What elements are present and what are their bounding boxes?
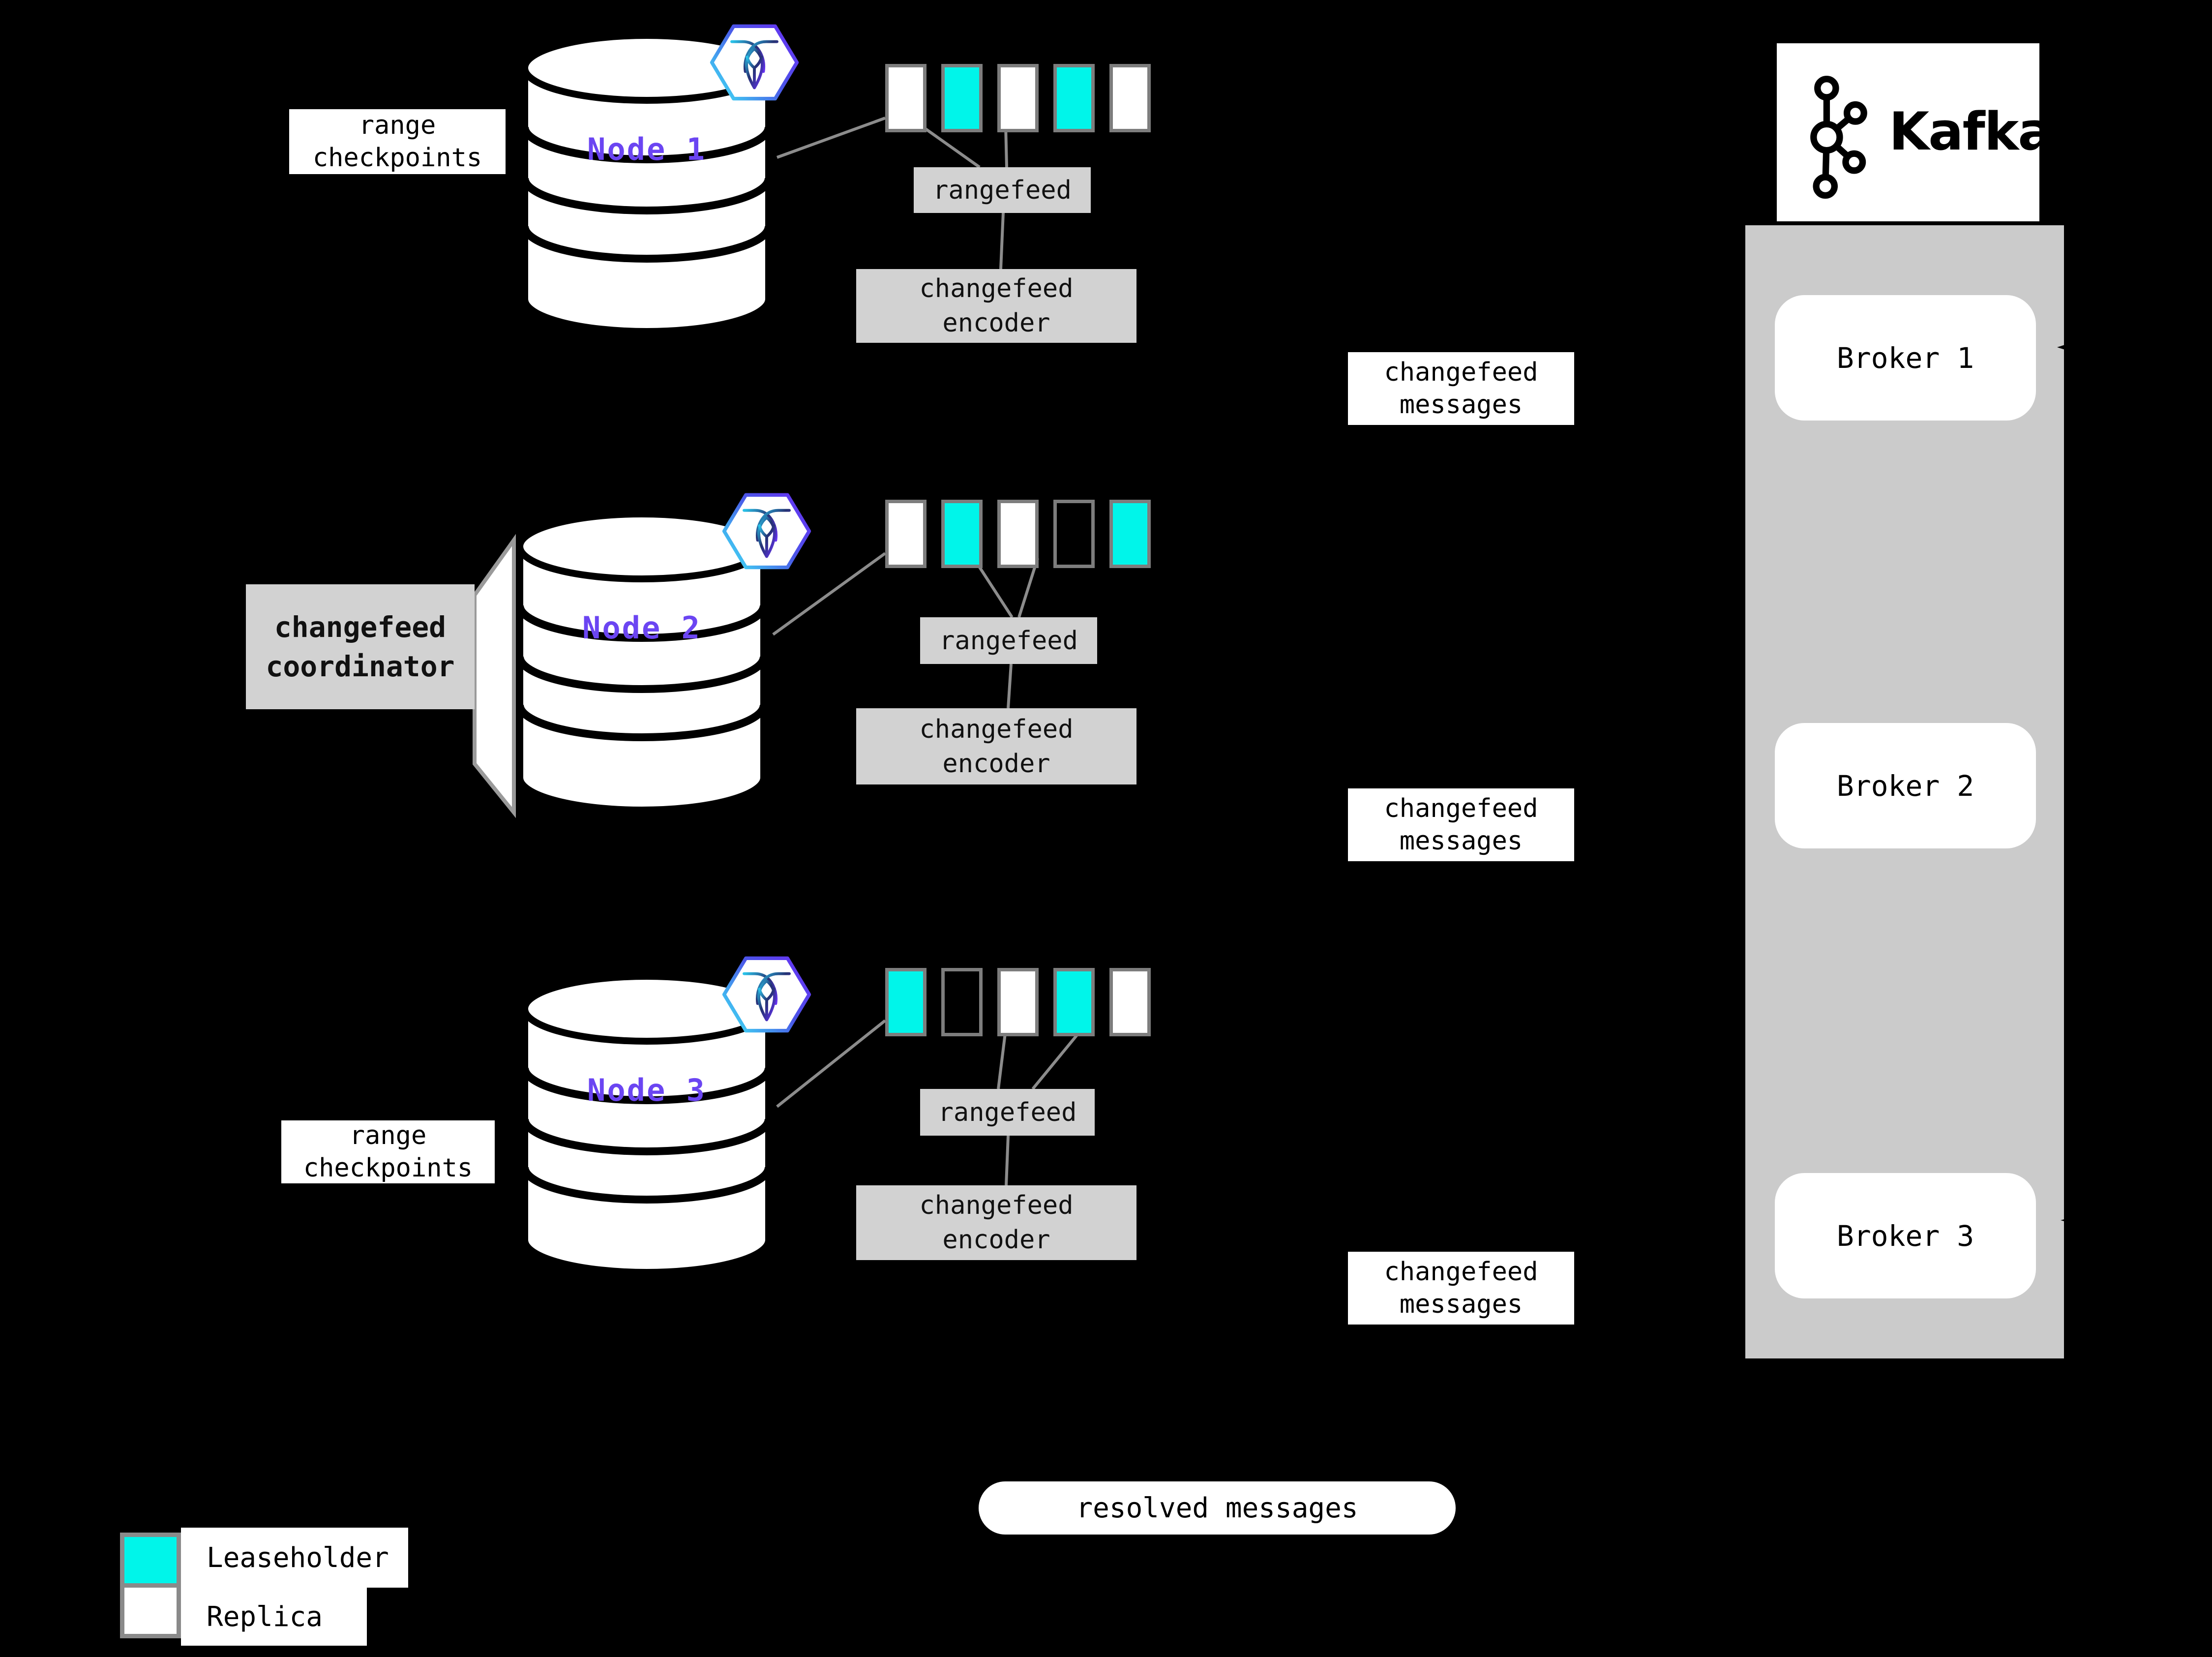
database-cylinder-node-3 [525,976,769,1272]
legend-replica-swatch [120,1583,181,1638]
encoder-label-line2: encoder [942,308,1050,338]
range-leaseholder [885,968,927,1036]
messages-line1: changefeed [1384,1257,1538,1287]
range-replica [1109,64,1151,132]
range-empty [941,968,983,1036]
legend-replica-label: Replica [207,1600,323,1633]
legend-leaseholder-labelbox: Leaseholder [181,1528,408,1588]
ranges-row-node-1 [885,64,1151,132]
changefeed-messages-label-2: changefeed messages [1348,788,1574,861]
ranges-row-node-2 [885,500,1151,568]
legend-leaseholder-swatch [120,1533,181,1588]
legend-leaseholder-label: Leaseholder [207,1541,389,1574]
rangefeed-box-node-2: rangefeed [920,617,1097,664]
broker-3-label: Broker 3 [1836,1219,1974,1253]
rangefeed-label: rangefeed [939,626,1078,656]
messages-line1: changefeed [1384,794,1538,823]
node-3-label: Node 3 [587,1072,706,1108]
range-checkpoints-label-node-3: range checkpoints [281,1120,495,1183]
changefeed-coordinator-box: changefeed coordinator [246,584,475,709]
resolved-messages-pill: resolved messages [979,1481,1456,1535]
broker-3-box: Broker 3 [1775,1173,2036,1298]
kafka-logo-box: Kafka [1777,43,2053,221]
range-checkpoints-line1: range [359,111,436,140]
broker-1-label: Broker 1 [1836,341,1974,375]
range-checkpoints-line2: checkpoints [312,143,482,173]
range-checkpoints-line1: range [349,1121,427,1150]
range-checkpoints-label-node-1: range checkpoints [289,109,506,174]
range-leaseholder [1053,968,1095,1036]
range-empty [1053,500,1095,568]
rangefeed-label: rangefeed [938,1097,1077,1127]
legend-replica-labelbox: Replica [181,1588,367,1646]
range-checkpoints-line2: checkpoints [303,1153,473,1183]
broker-2-label: Broker 2 [1836,769,1974,803]
messages-line2: messages [1399,826,1523,856]
resolved-messages-label: resolved messages [1076,1492,1358,1524]
node-2-label: Node 2 [582,610,701,646]
range-leaseholder [941,64,983,132]
broker-2-box: Broker 2 [1775,723,2036,848]
encoder-label-line2: encoder [942,1225,1050,1255]
range-leaseholder [941,500,983,568]
range-replica [1109,968,1151,1036]
messages-line2: messages [1399,1290,1523,1319]
messages-line2: messages [1399,390,1523,420]
arrowhead-into-broker-1 [2057,337,2089,357]
node-1-label: Node 1 [587,131,706,167]
connector-lines-node-2 [772,552,1039,709]
range-replica [885,64,927,132]
changefeed-encoder-box-node-3: changefeed encoder [856,1185,1136,1260]
encoder-label-line1: changefeed [919,1191,1074,1220]
range-replica [997,500,1039,568]
range-replica [997,968,1039,1036]
range-leaseholder [1109,500,1151,568]
changefeed-encoder-box-node-1: changefeed encoder [856,269,1136,343]
coordinator-line2: coordinator [266,650,455,683]
range-replica [997,64,1039,132]
kafka-wordmark: Kafka [1889,101,2053,162]
encoder-label-line2: encoder [942,749,1050,779]
arrowhead-into-broker-3 [2061,1213,2089,1228]
coordinator-line1: changefeed [274,610,447,644]
kafka-logo-icon [1810,75,1867,199]
messages-line1: changefeed [1384,358,1538,387]
connector-lines-node-1 [776,117,1008,270]
encoder-label-line1: changefeed [919,274,1074,303]
encoder-label-line1: changefeed [919,714,1074,744]
ranges-row-node-3 [885,968,1151,1036]
range-replica [885,500,927,568]
changefeed-messages-label-3: changefeed messages [1348,1252,1574,1325]
rangefeed-box-node-1: rangefeed [914,167,1091,213]
changefeed-encoder-box-node-2: changefeed encoder [856,708,1136,784]
rangefeed-label: rangefeed [933,175,1072,205]
broker-1-box: Broker 1 [1775,295,2036,421]
range-leaseholder [1053,64,1095,132]
changefeed-messages-label-1: changefeed messages [1348,352,1574,425]
coordinator-flap [473,534,516,818]
rangefeed-box-node-3: rangefeed [920,1089,1095,1136]
database-cylinder-node-2 [520,514,764,810]
